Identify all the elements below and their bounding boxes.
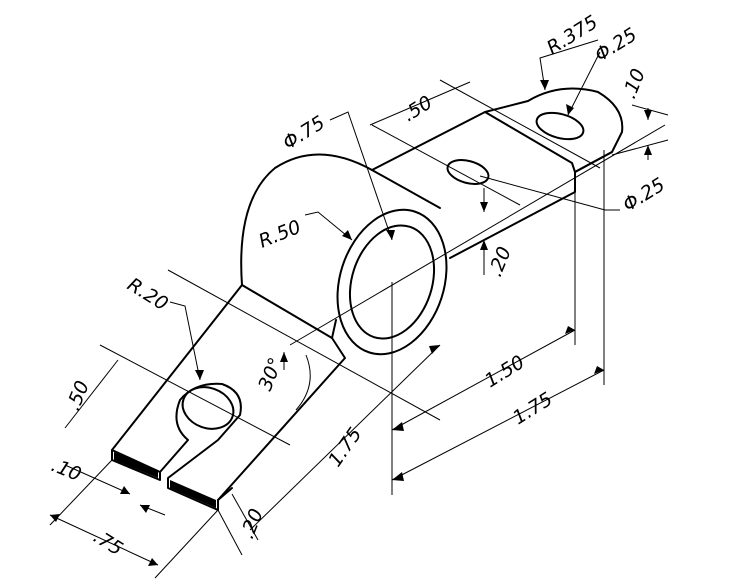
- dim-d75-left: .75: [89, 526, 126, 561]
- dim-d50-left: .50: [62, 378, 94, 414]
- dim-d50-top: .50: [399, 92, 436, 127]
- dim-d20-right: .20: [484, 244, 516, 280]
- dim-d175-mid: 1.75: [324, 424, 366, 471]
- dim-d10-right: .10: [618, 66, 650, 102]
- dim-dia75: Φ.75: [279, 112, 329, 155]
- hole-flange: [535, 111, 585, 141]
- dim-r50: R.50: [256, 216, 305, 253]
- cylinder-boss: [240, 153, 448, 356]
- left-arm: [111, 284, 346, 511]
- center-lines: [99, 79, 666, 495]
- boss-outer: [336, 208, 448, 356]
- dim-d10-left: .10: [48, 454, 84, 486]
- dim-d20-bottom: .20: [236, 506, 268, 542]
- dim-dia25-mid: Φ.25: [619, 174, 669, 217]
- right-flange: [371, 87, 624, 259]
- dim-d175-bottom: 1.75: [509, 388, 557, 429]
- hole-arm: [181, 386, 235, 430]
- dimension-labels: R.375 Φ.25 .10 Φ.25 .50 Φ.75 R.50 .20 R.…: [48, 11, 669, 560]
- boss-bore: [348, 224, 436, 340]
- dim-d150: 1.50: [481, 351, 529, 392]
- dim-r20: R.20: [123, 274, 171, 316]
- hole-mid: [446, 159, 490, 185]
- dimension-lines: [49, 39, 669, 579]
